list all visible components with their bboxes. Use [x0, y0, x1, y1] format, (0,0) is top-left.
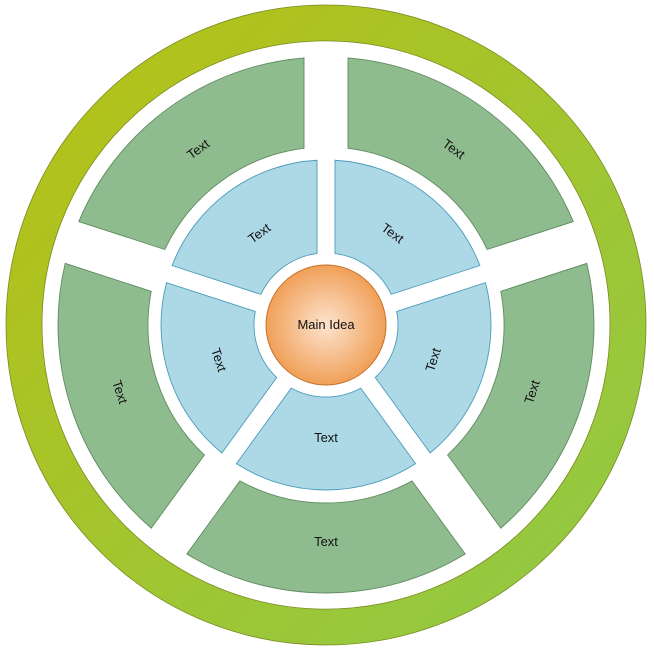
- inner-sector-shape[interactable]: [235, 387, 417, 491]
- inner-sector-label: Text: [422, 346, 444, 374]
- inner-sector-0[interactable]: Text: [235, 387, 417, 491]
- outer-sector-2[interactable]: Text: [78, 57, 305, 251]
- outer-sector-label: Text: [109, 378, 131, 406]
- outer-sector-shape[interactable]: [57, 262, 205, 529]
- outer-ring: [5, 4, 647, 646]
- outer-sector-shape[interactable]: [78, 57, 305, 251]
- inner-sector-shape[interactable]: [334, 159, 481, 295]
- main-idea-circle[interactable]: [265, 264, 387, 386]
- outer-sector-label: Text: [521, 378, 543, 406]
- main-idea-node[interactable]: Main Idea: [265, 264, 387, 386]
- outer-sector-shape[interactable]: [186, 480, 466, 594]
- outer-sector-3[interactable]: Text: [347, 57, 574, 251]
- inner-sector-shape[interactable]: [374, 282, 492, 454]
- inner-sector-label: Text: [208, 346, 230, 374]
- inner-sector-label: Text: [314, 430, 338, 445]
- outer-sector-shape[interactable]: [447, 262, 595, 529]
- inner-sector-shape[interactable]: [171, 159, 318, 295]
- main-idea-label: Main Idea: [297, 317, 355, 332]
- outer-sector-0[interactable]: Text: [186, 480, 466, 594]
- outer-sector-4[interactable]: Text: [447, 262, 595, 529]
- outer-sector-label: Text: [314, 534, 338, 549]
- inner-sector-3[interactable]: Text: [334, 159, 481, 295]
- outer-sector-shape[interactable]: [347, 57, 574, 251]
- inner-sector-shape[interactable]: [160, 282, 278, 454]
- outer-sector-1[interactable]: Text: [57, 262, 205, 529]
- inner-sector-1[interactable]: Text: [160, 282, 278, 454]
- inner-sector-4[interactable]: Text: [374, 282, 492, 454]
- inner-sector-2[interactable]: Text: [171, 159, 318, 295]
